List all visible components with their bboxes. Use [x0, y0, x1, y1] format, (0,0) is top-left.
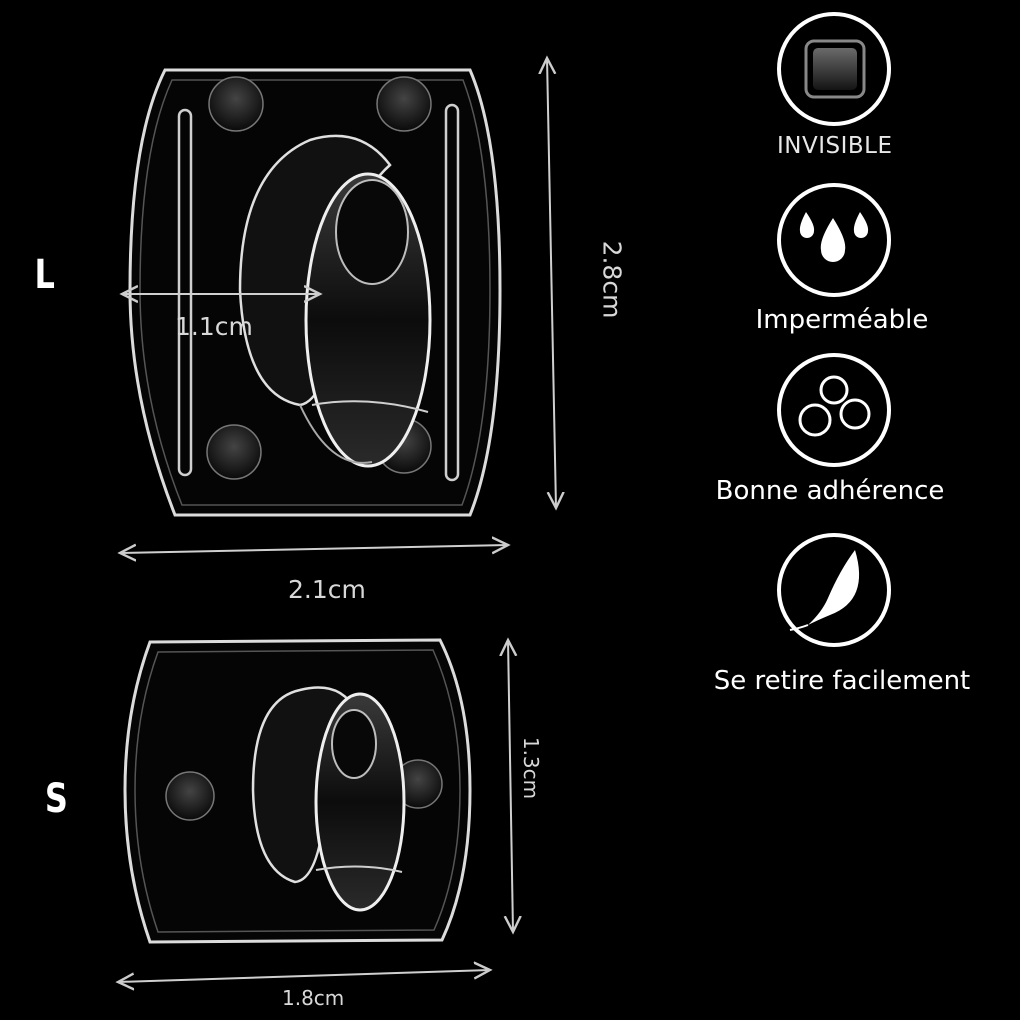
- large-width-label: 2.1cm: [288, 575, 366, 604]
- large-height-line: [547, 58, 556, 508]
- small-width-label: 1.8cm: [282, 986, 345, 1010]
- feature-label-removable: Se retire facilement: [713, 666, 971, 696]
- large-hook: [128, 68, 502, 517]
- feather-icon: [777, 533, 891, 647]
- small-width-line: [118, 970, 490, 982]
- feature-label-invisible: INVISIBLE: [777, 133, 893, 159]
- hook-width-label: 1.1cm: [175, 312, 253, 341]
- square-icon: [777, 12, 891, 126]
- size-letter-small: S: [44, 776, 68, 822]
- water-drops-icon: [777, 183, 891, 297]
- size-letter-large: L: [34, 252, 55, 298]
- feature-label-waterproof: Imperméable: [755, 305, 929, 335]
- small-height-line: [508, 640, 513, 932]
- large-height-label: 2.8cm: [597, 240, 627, 319]
- large-width-line: [120, 545, 508, 553]
- feature-label-adhesion: Bonne adhérence: [715, 476, 945, 506]
- small-height-label: 1.3cm: [519, 736, 544, 800]
- circles-icon: [777, 353, 891, 467]
- small-hook: [123, 638, 472, 944]
